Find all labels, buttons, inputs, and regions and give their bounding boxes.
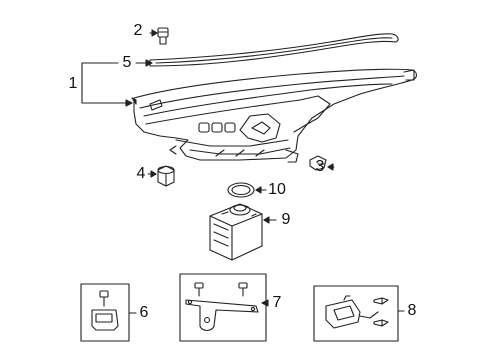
box-8 (313, 285, 405, 342)
mounting-bracket-icon (185, 282, 259, 332)
control-module-icon (209, 203, 277, 261)
seal-strip-icon (149, 33, 399, 67)
bolt-icon (309, 155, 335, 171)
callout-2-label: 2 (133, 22, 143, 39)
callout-4-label: 4 (136, 165, 146, 182)
nut-icon (147, 165, 175, 187)
leveling-actuator-icon (325, 295, 389, 329)
callout-1-label: 1 (68, 75, 78, 92)
o-ring-icon (227, 182, 267, 198)
mounting-screw-icon (149, 27, 169, 45)
bracket-with-screw-icon (91, 290, 137, 331)
headlamp-assembly-icon (131, 68, 418, 163)
callout-5-label: 5 (122, 54, 132, 71)
callout-9-label: 9 (281, 211, 291, 228)
callout-3-label: 3 (315, 158, 325, 175)
callout-7-label: 7 (272, 294, 282, 311)
callout-1-leader (81, 62, 133, 107)
callout-5-leader (135, 59, 153, 67)
callout-8-label: 8 (407, 302, 417, 319)
box-6 (80, 283, 130, 342)
callout-10-label: 10 (268, 181, 286, 198)
box-7 (179, 273, 269, 342)
callout-6-label: 6 (139, 304, 149, 321)
